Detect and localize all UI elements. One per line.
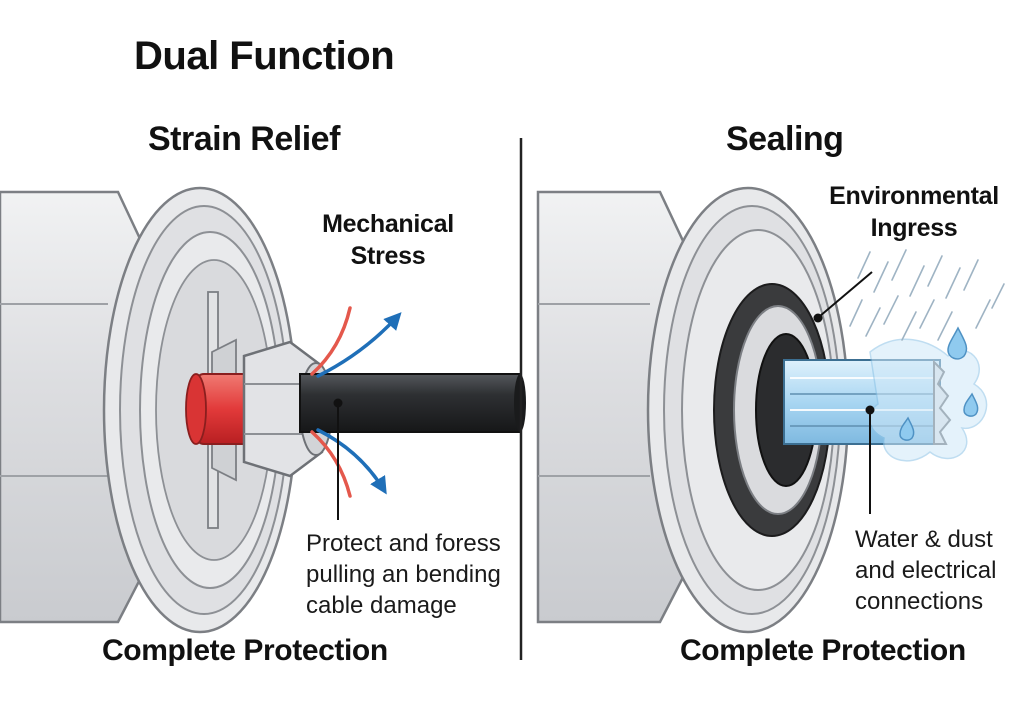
note-line: Water & dust xyxy=(855,526,993,553)
note-strain-relief: Protect and foress pulling an bending ca… xyxy=(306,528,501,621)
sealing-gland xyxy=(536,186,1005,634)
note-line: and electrical xyxy=(855,557,997,584)
note-line: Protect and foress xyxy=(306,530,501,557)
leader-line-env xyxy=(819,271,873,317)
callout-line: Environmental xyxy=(829,182,999,210)
water-droplet xyxy=(947,326,968,360)
footer-strain-relief: Complete Protection xyxy=(102,634,388,667)
callout-line: Ingress xyxy=(870,214,958,242)
panel-heading-strain-relief: Strain Relief xyxy=(148,120,340,158)
strain-relief-gland xyxy=(0,186,526,634)
panel-heading-sealing: Sealing xyxy=(726,120,844,158)
callout-line: Mechanical xyxy=(322,210,454,238)
footer-sealing: Complete Protection xyxy=(680,634,966,667)
note-line: pulling an bending xyxy=(306,561,501,588)
callout-line: Stress xyxy=(350,242,426,270)
callout-environmental-ingress: Environmental Ingress xyxy=(816,180,1012,244)
cable xyxy=(299,373,521,433)
rain-streaks xyxy=(849,249,1005,341)
stress-arrow-blue xyxy=(316,312,402,378)
stress-arrow-red xyxy=(310,306,352,376)
note-line: connections xyxy=(855,588,984,615)
water-splash xyxy=(869,338,988,462)
note-sealing: Water & dust and electrical connections xyxy=(855,524,996,617)
diagram-title: Dual Function xyxy=(134,34,395,78)
callout-mechanical-stress: Mechanical Stress xyxy=(306,208,470,272)
note-line: cable damage xyxy=(306,592,457,619)
